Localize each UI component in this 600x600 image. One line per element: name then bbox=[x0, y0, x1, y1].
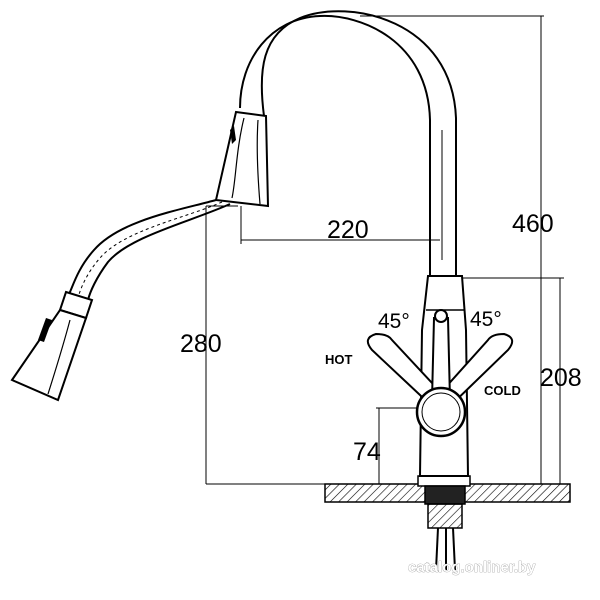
dim-overall-height: 460 bbox=[512, 210, 554, 238]
cold-angle-label: 45° bbox=[470, 308, 502, 331]
pull-out-hose bbox=[67, 199, 231, 301]
mounting-shank bbox=[417, 475, 471, 571]
cold-label: COLD bbox=[484, 383, 521, 398]
dim-handle-height: 74 bbox=[353, 438, 381, 466]
spray-head-pulled bbox=[10, 290, 94, 402]
dim-spout-outlet-height: 280 bbox=[180, 330, 222, 358]
dim-body-height: 208 bbox=[540, 364, 582, 392]
hot-label: HOT bbox=[325, 352, 353, 367]
dim-spout-reach: 220 bbox=[327, 216, 369, 244]
dimension-lines bbox=[205, 15, 570, 485]
spray-head-docked bbox=[214, 110, 270, 208]
watermark: catalog.onliner.by bbox=[408, 559, 536, 576]
handles bbox=[366, 309, 514, 438]
hot-angle-label: 45° bbox=[378, 310, 410, 333]
gooseneck-spout bbox=[239, 10, 457, 276]
